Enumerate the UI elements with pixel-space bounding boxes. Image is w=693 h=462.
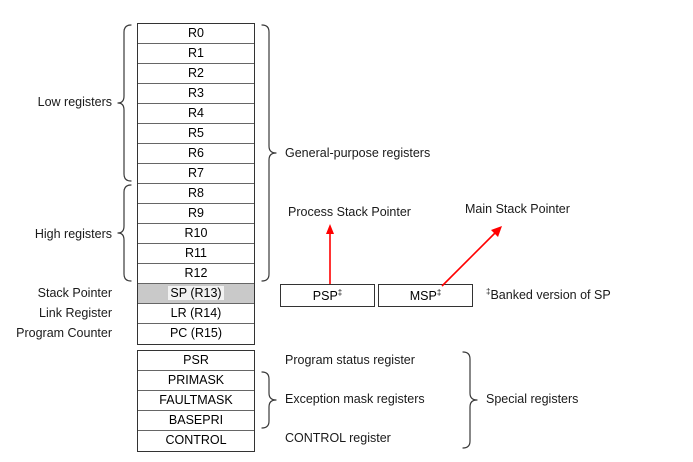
register-name: PRIMASK — [167, 373, 225, 387]
row-label-stack-pointer: Stack Pointer — [37, 286, 112, 300]
brace-general-purpose — [261, 24, 277, 282]
register-name: BASEPRI — [168, 413, 224, 427]
register-row-r7[interactable]: R7 — [138, 164, 254, 184]
footnote-text: Banked version of SP — [490, 288, 611, 302]
annotation-psr: Program status register — [285, 353, 415, 367]
brace-label-high-registers: High registers — [34, 227, 112, 241]
register-name: R1 — [188, 46, 204, 60]
register-row-r6[interactable]: R6 — [138, 144, 254, 164]
special-register-column: PSR PRIMASK FAULTMASK BASEPRI CONTROL — [137, 350, 255, 452]
annotation-special-registers: Special registers — [486, 392, 579, 406]
register-row-r0[interactable]: R0 — [138, 24, 254, 44]
special-register-row-faultmask[interactable]: FAULTMASK — [138, 391, 254, 411]
register-name: SP (R13) — [168, 286, 224, 300]
register-name: R3 — [188, 86, 204, 100]
register-row-r9[interactable]: R9 — [138, 204, 254, 224]
special-register-row-basepri[interactable]: BASEPRI — [138, 411, 254, 431]
register-name: LR (R14) — [170, 306, 222, 320]
register-name: R6 — [188, 146, 204, 160]
msp-arrowhead — [491, 226, 502, 237]
psp-label: PSP — [312, 289, 338, 303]
row-label-program-counter: Program Counter — [16, 326, 112, 340]
register-row-r12[interactable]: R12 — [138, 264, 254, 284]
annotation-control: CONTROL register — [285, 431, 391, 445]
register-name: PSR — [183, 353, 209, 367]
register-name: PC (R15) — [169, 326, 223, 340]
register-name: R12 — [184, 266, 208, 280]
register-row-r10[interactable]: R10 — [138, 224, 254, 244]
register-name: R8 — [188, 186, 204, 200]
register-row-r1[interactable]: R1 — [138, 44, 254, 64]
msp-arrow-line — [441, 232, 496, 287]
psp-box[interactable]: PSP‡ — [280, 284, 375, 307]
brace-low-registers — [117, 24, 132, 182]
register-row-r4[interactable]: R4 — [138, 104, 254, 124]
annotation-exception-mask: Exception mask registers — [285, 392, 425, 406]
register-row-r5[interactable]: R5 — [138, 124, 254, 144]
msp-marker: ‡ — [436, 287, 442, 297]
psp-arrowhead — [326, 224, 334, 234]
register-row-r2[interactable]: R2 — [138, 64, 254, 84]
register-name: R0 — [188, 26, 204, 40]
register-name: CONTROL — [165, 433, 227, 447]
register-name: FAULTMASK — [159, 393, 233, 407]
special-register-row-primask[interactable]: PRIMASK — [138, 371, 254, 391]
callout-process-stack-pointer: Process Stack Pointer — [288, 205, 411, 219]
row-label-link-register: Link Register — [39, 306, 112, 320]
brace-high-registers — [117, 184, 132, 282]
special-register-row-control[interactable]: CONTROL — [138, 431, 254, 451]
register-name: R7 — [188, 166, 204, 180]
special-register-row-psr[interactable]: PSR — [138, 351, 254, 371]
register-name: R2 — [188, 66, 204, 80]
register-row-lrr14[interactable]: LR (R14) — [138, 304, 254, 324]
register-row-r8[interactable]: R8 — [138, 184, 254, 204]
register-row-pcr15[interactable]: PC (R15) — [138, 324, 254, 344]
callout-main-stack-pointer: Main Stack Pointer — [465, 202, 570, 216]
psp-marker: ‡ — [337, 287, 343, 297]
brace-label-low-registers: Low registers — [37, 95, 112, 109]
msp-label: MSP — [409, 289, 437, 303]
register-row-r3[interactable]: R3 — [138, 84, 254, 104]
register-name: R11 — [184, 246, 207, 260]
brace-special-registers — [462, 351, 478, 449]
register-name: R10 — [184, 226, 208, 240]
register-row-r11[interactable]: R11 — [138, 244, 254, 264]
register-name: R5 — [188, 126, 204, 140]
msp-box[interactable]: MSP‡ — [378, 284, 473, 307]
brace-label-general-purpose: General-purpose registers — [285, 146, 431, 160]
register-name: R4 — [188, 106, 204, 120]
register-name: R9 — [188, 206, 204, 220]
register-row-spr13[interactable]: SP (R13) — [138, 284, 254, 304]
brace-exception-mask — [261, 371, 277, 429]
footnote-marker: ‡ — [486, 286, 491, 296]
footnote-banked-sp: ‡Banked version of SP — [486, 286, 611, 302]
